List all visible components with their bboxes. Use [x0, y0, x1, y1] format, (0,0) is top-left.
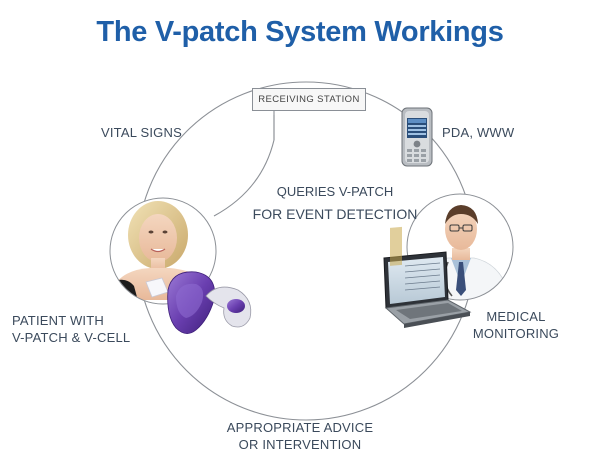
label-medical-line1: MEDICAL — [486, 309, 546, 324]
receiving-station-box: RECEIVING STATION — [252, 88, 366, 111]
label-advice: APPROPRIATE ADVICE OR INTERVENTION — [200, 419, 400, 453]
page-title: The V-patch System Workings — [96, 16, 504, 48]
label-patient-line1: PATIENT WITH — [12, 313, 104, 328]
v-cell-device-icon — [167, 271, 252, 334]
label-queries-line1: QUERIES V-PATCH — [276, 184, 394, 199]
label-queries: QUERIES V-PATCH FOR EVENT DETECTION — [240, 181, 430, 225]
label-advice-line2: OR INTERVENTION — [238, 437, 362, 452]
label-medical: MEDICAL MONITORING — [460, 308, 572, 342]
label-patient: PATIENT WITH V-PATCH & V-CELL — [12, 312, 130, 346]
label-pda-www: PDA, WWW — [442, 125, 515, 140]
label-patient-line2: V-PATCH & V-CELL — [12, 330, 131, 345]
laptop-icon — [383, 226, 472, 328]
label-queries-line2: FOR EVENT DETECTION — [252, 206, 418, 222]
label-advice-line1: APPROPRIATE ADVICE — [226, 420, 374, 435]
query-arc — [213, 115, 275, 217]
label-medical-line2: MONITORING — [472, 326, 560, 341]
label-vital-signs: VITAL SIGNS — [101, 125, 182, 140]
pda-phone-icon — [401, 107, 433, 167]
